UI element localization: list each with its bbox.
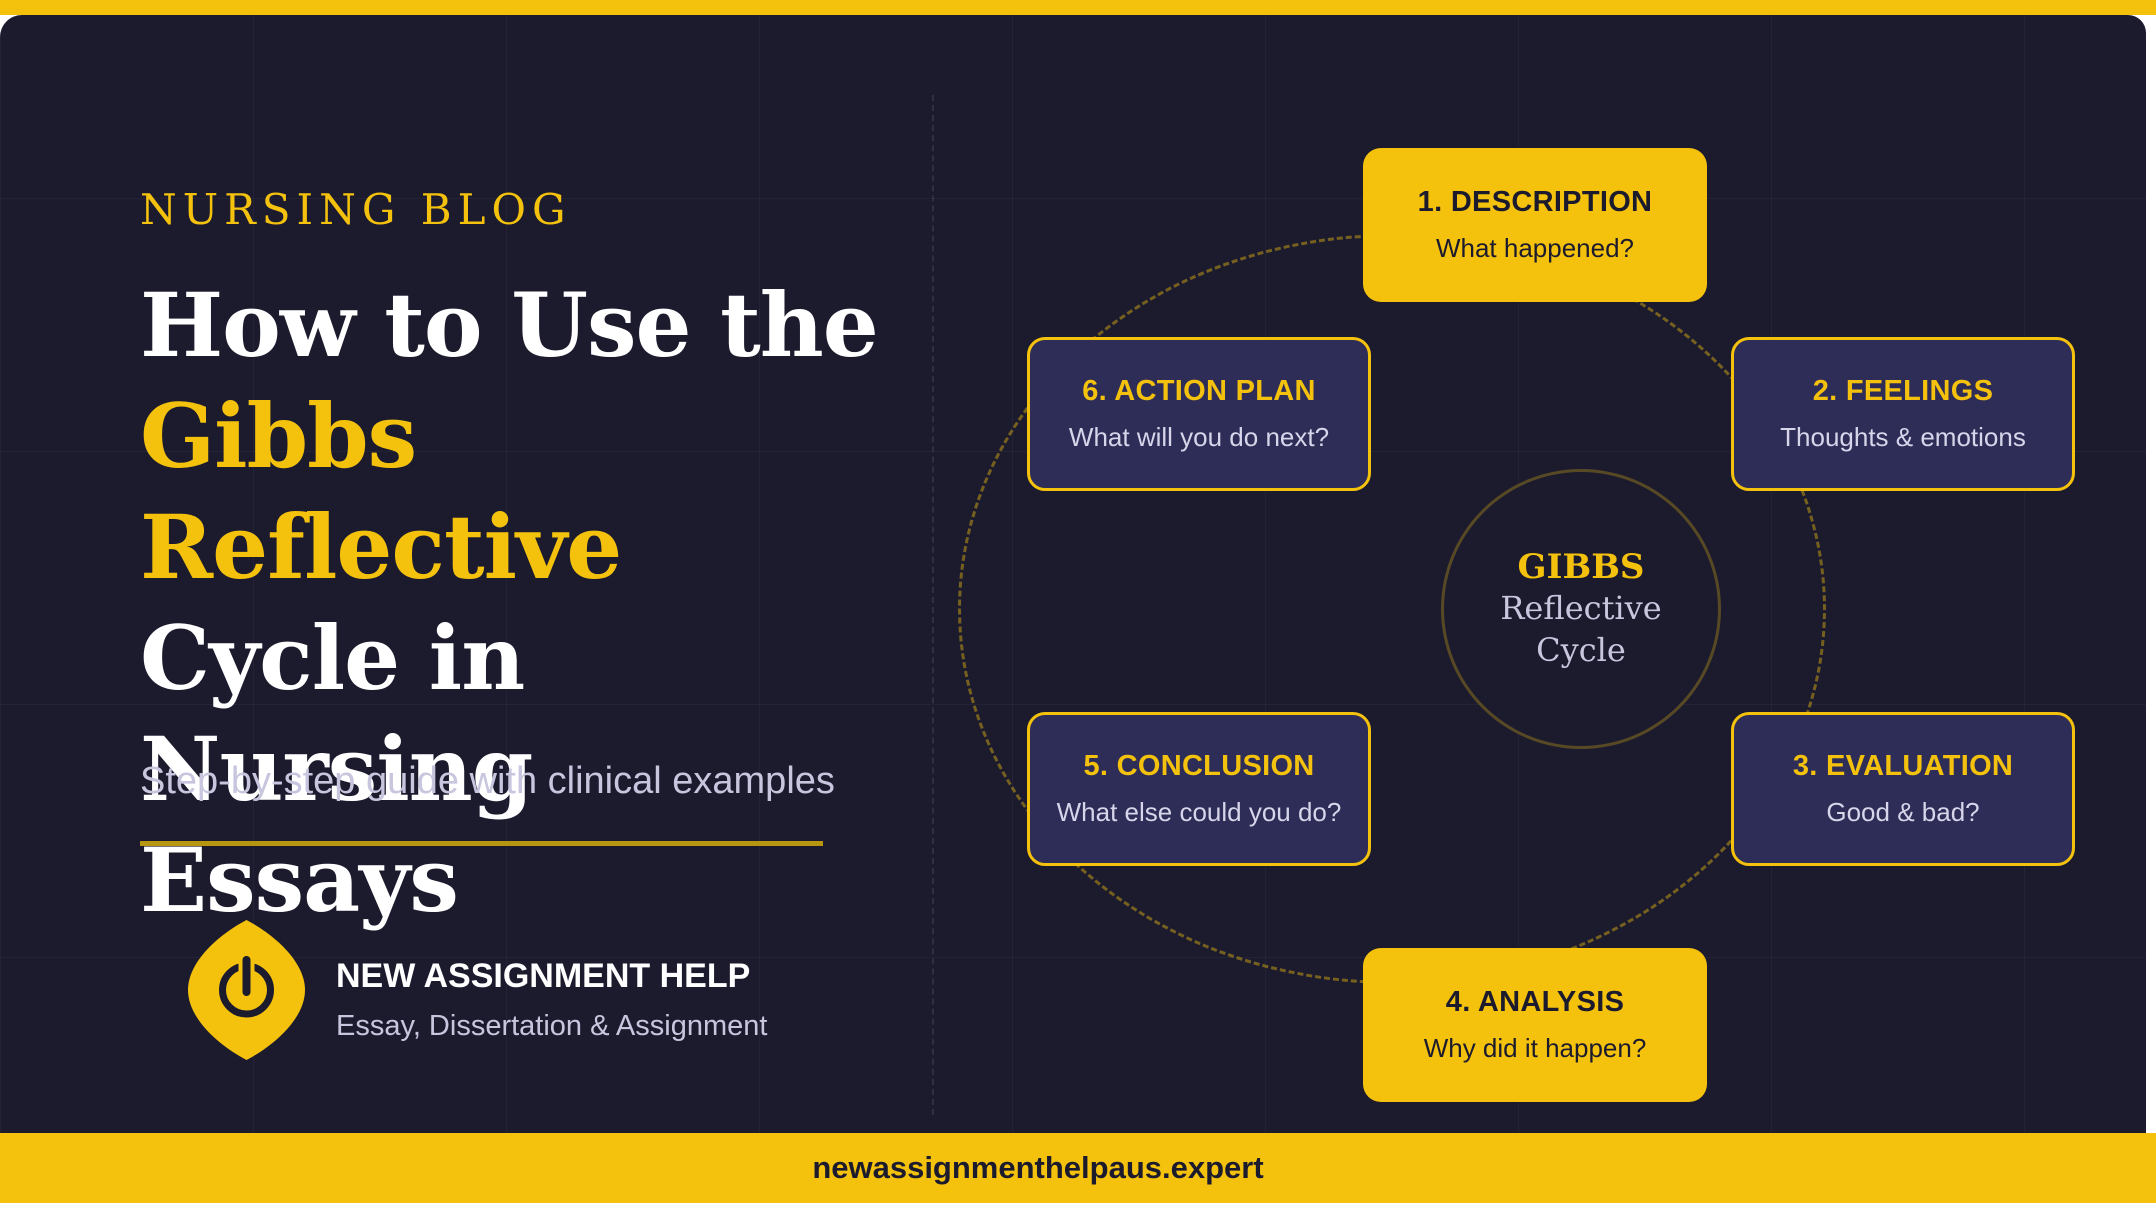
accent-underline [140,841,823,846]
step-action-plan: 6. ACTION PLAN What will you do next? [1027,337,1371,491]
step-question: Why did it happen? [1423,1033,1647,1063]
step-question: What happened? [1435,233,1635,263]
step-question: Thoughts & emotions [1780,422,2026,452]
hub-subtitle-1: Reflective [1500,589,1662,627]
main-panel: NURSING BLOG How to Use the Gibbs Reflec… [0,15,2146,1133]
hub-subtitle-2: Cycle [1536,631,1626,669]
top-accent-bar [0,0,2156,15]
step-title: 3. EVALUATION [1792,750,2014,782]
step-question: What else could you do? [1056,797,1342,827]
step-evaluation: 3. EVALUATION Good & bad? [1731,712,2075,866]
power-drop-logo-icon [188,920,305,1060]
brand-tagline: Essay, Dissertation & Assignment [336,1010,768,1042]
headline-highlight: Gibbs Reflective [140,384,622,599]
vertical-divider [932,95,934,1115]
headline: How to Use the Gibbs Reflective Cycle in… [140,270,920,936]
step-title: 1. DESCRIPTION [1417,186,1653,218]
eyebrow-label: NURSING BLOG [140,185,572,234]
step-title: 2. FEELINGS [1812,375,1994,407]
step-question: What will you do next? [1068,422,1330,452]
step-conclusion: 5. CONCLUSION What else could you do? [1027,712,1371,866]
footer-url: newassignmenthelpaus.expert [812,1150,1264,1185]
footer-bar: newassignmenthelpaus.expert [0,1133,2156,1203]
step-title: 5. CONCLUSION [1083,750,1315,782]
headline-line-3: Cycle in Nursing [140,606,533,821]
subtitle: Step-by-step guide with clinical example… [140,760,835,802]
cycle-hub: GIBBS Reflective Cycle [1441,469,1721,749]
headline-line-1: How to Use the [140,273,879,377]
step-title: 6. ACTION PLAN [1082,375,1316,407]
step-question: Good & bad? [1826,797,1980,827]
hub-title: GIBBS [1517,547,1645,587]
brand-name: NEW ASSIGNMENT HELP [336,957,751,995]
step-feelings: 2. FEELINGS Thoughts & emotions [1731,337,2075,491]
step-description: 1. DESCRIPTION What happened? [1363,148,1707,302]
step-analysis: 4. ANALYSIS Why did it happen? [1363,948,1707,1102]
step-title: 4. ANALYSIS [1445,986,1625,1018]
